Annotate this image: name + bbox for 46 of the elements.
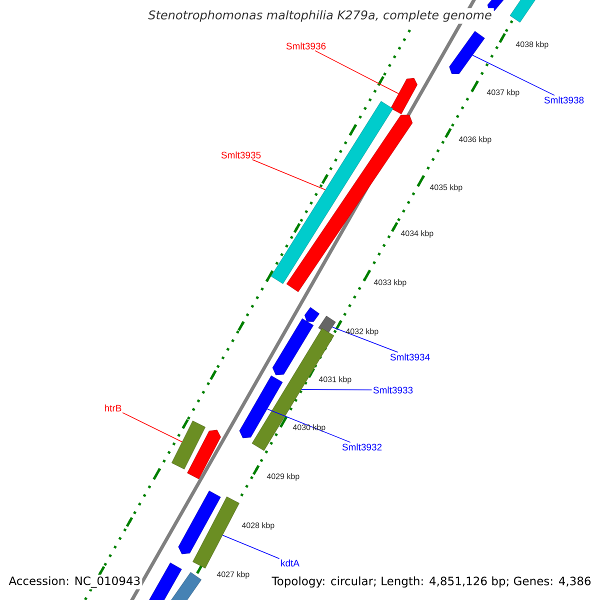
- tick-label: 4036 kbp: [458, 136, 492, 144]
- tick-label: 4027 kbp: [216, 571, 250, 579]
- gene-label: Smlt3935: [221, 152, 261, 158]
- gene-bar: [178, 490, 221, 554]
- gene-bar: [192, 496, 240, 568]
- leader-line: [472, 54, 555, 96]
- gene-bar: [187, 430, 221, 480]
- leader-line: [301, 389, 372, 390]
- gene-bar: [252, 328, 334, 451]
- tick-label: 4028 kbp: [242, 522, 274, 530]
- leader-line: [122, 412, 182, 442]
- gene-bar: [149, 562, 182, 600]
- leader-line: [222, 534, 280, 559]
- gene-bar: [169, 572, 202, 600]
- tick-label: 4038 kbp: [516, 41, 548, 49]
- title: Stenotrophomonas maltophilia K279a, complete genome: [146, 8, 494, 24]
- tick-label: 4031 kbp: [318, 376, 352, 384]
- gene-bar: [172, 420, 206, 470]
- tick-label: 4032 kbp: [346, 328, 378, 336]
- gene-bar: [318, 316, 336, 334]
- tick-label: 4033 kbp: [374, 279, 406, 287]
- tick-label: 4029 kbp: [266, 473, 300, 481]
- gene-label: Smlt3933: [373, 386, 413, 394]
- gene-bar: [487, 0, 504, 11]
- tick-label: 4034 kbp: [400, 230, 434, 238]
- leader-line: [252, 159, 326, 190]
- gene-label: kdtA: [281, 560, 300, 566]
- gene-bar: [239, 376, 283, 438]
- gene-bar: [510, 0, 538, 23]
- gene-bar: [390, 78, 418, 114]
- leader-line: [266, 408, 351, 443]
- tick-label: 4037 kbp: [486, 89, 520, 97]
- leader-line: [314, 50, 399, 94]
- leader-line: [332, 326, 398, 353]
- info-text: Topology: circular; Length: 4,851,126 bp; Genes: 4,386: [270, 574, 593, 590]
- gene-label: Smlt3934: [390, 354, 430, 360]
- gene-label: htrB: [104, 404, 122, 412]
- gene-bar: [304, 307, 320, 322]
- gene-bar: [449, 31, 485, 74]
- gene-label: Smlt3938: [544, 96, 584, 104]
- gene-label: Smlt3932: [342, 444, 382, 450]
- tick-label: 4035 kbp: [430, 184, 462, 192]
- gene-label: Smlt3936: [286, 42, 326, 50]
- gene-bar: [272, 318, 314, 376]
- gene-bar: [270, 101, 394, 284]
- info-text: Accession: NC_010943: [7, 574, 142, 590]
